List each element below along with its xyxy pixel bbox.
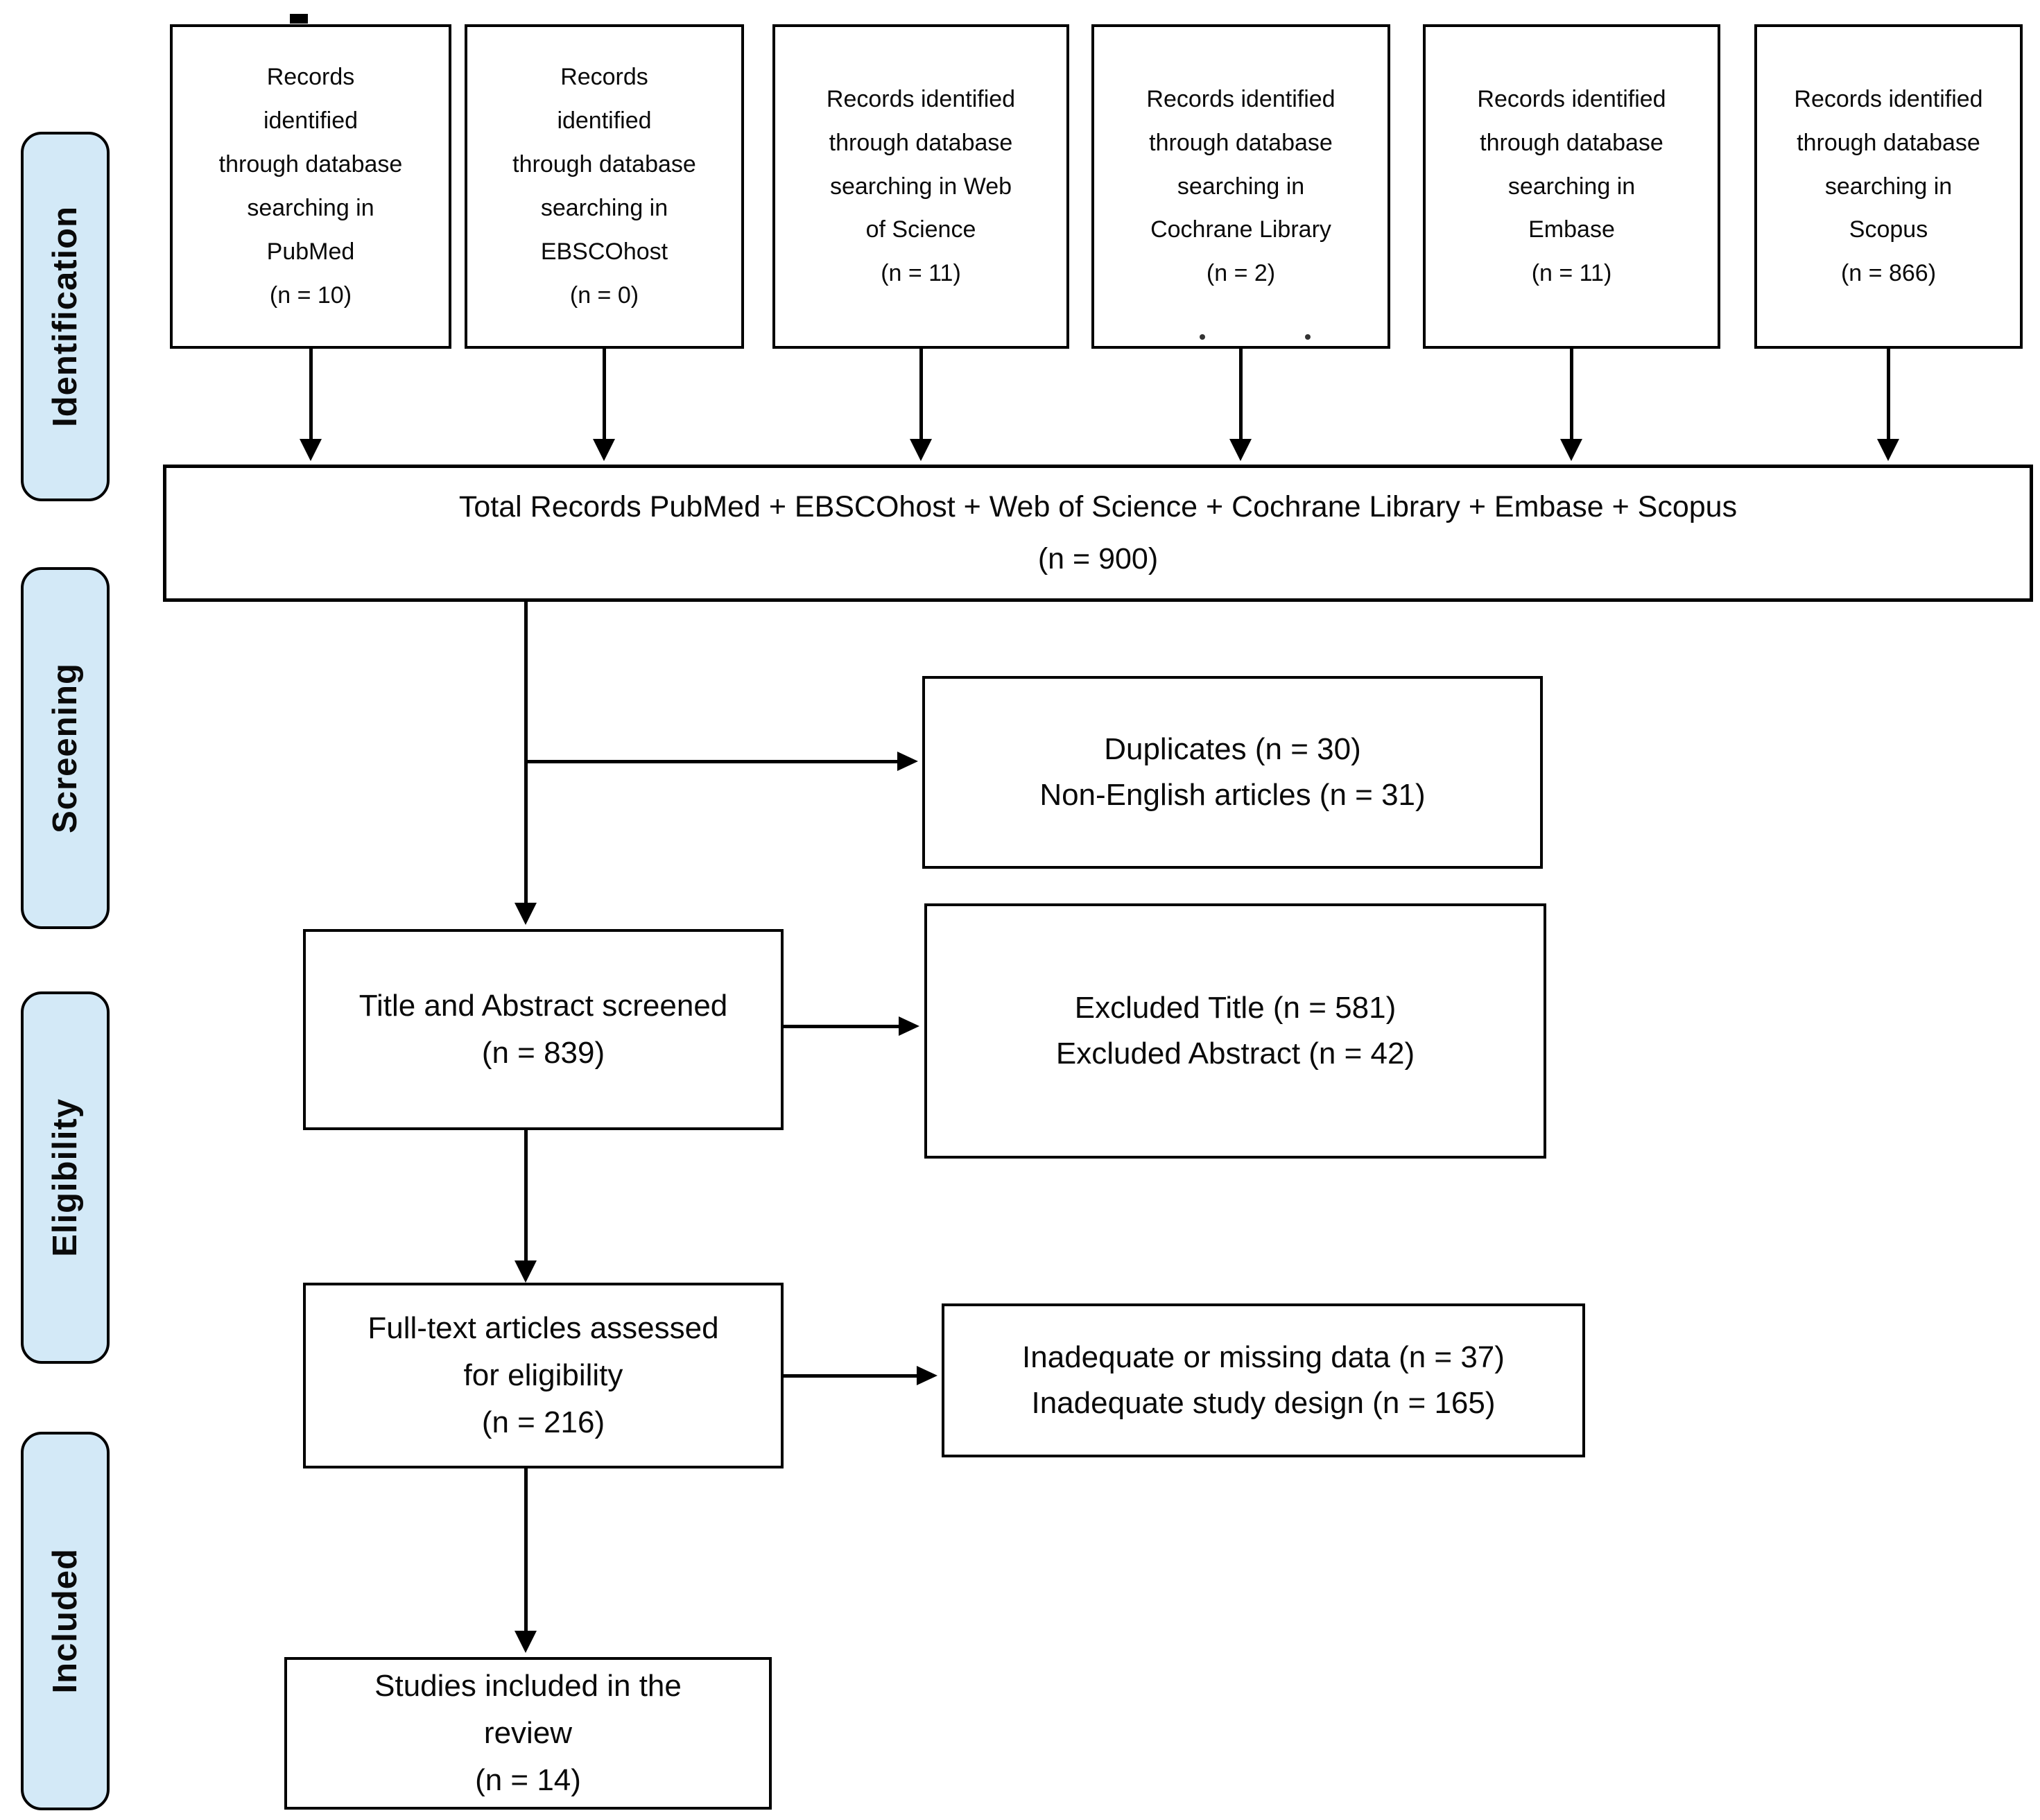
box-title-abstract-screened: Title and Abstract screened (n = 839) bbox=[303, 929, 784, 1130]
box-studies-included: Studies included in the review (n = 14) bbox=[284, 1657, 772, 1810]
arrow-cochrane-to-total-line bbox=[1239, 349, 1243, 440]
arrow-scopus-to-total-line bbox=[1887, 349, 1890, 440]
arrow-fulltext-to-inadequate-line bbox=[784, 1374, 917, 1378]
box-full-text-assessed: Full-text articles assessed for eligibil… bbox=[303, 1283, 784, 1468]
box-total-records: Total Records PubMed + EBSCOhost + Web o… bbox=[163, 465, 2033, 602]
stage-label-included: Included bbox=[21, 1432, 110, 1810]
scan-artifact-dot-right bbox=[1305, 334, 1311, 340]
arrow-pubmed-to-total-line bbox=[309, 349, 313, 440]
box-records-pubmed: Records identified through database sear… bbox=[170, 24, 451, 349]
arrow-fulltext-to-inadequate-head bbox=[917, 1366, 937, 1385]
stage-label-identification-text: Identification bbox=[46, 206, 84, 427]
arrow-fulltext-to-included-line bbox=[524, 1468, 528, 1632]
arrow-cochrane-to-total-head bbox=[1229, 439, 1252, 461]
stage-label-identification: Identification bbox=[21, 132, 110, 501]
stage-label-included-text: Included bbox=[46, 1548, 84, 1694]
scan-artifact-tick bbox=[290, 14, 308, 24]
box-records-web-of-science: Records identified through database sear… bbox=[772, 24, 1069, 349]
stage-label-screening-text: Screening bbox=[46, 663, 84, 833]
arrow-branch-to-duplicates-head bbox=[897, 752, 918, 771]
arrow-embase-to-total-line bbox=[1570, 349, 1573, 440]
arrow-scopus-to-total-head bbox=[1877, 439, 1899, 461]
arrow-screened-to-excluded-head bbox=[899, 1016, 919, 1036]
arrow-total-to-screened-head bbox=[515, 903, 537, 925]
arrow-screened-to-excluded-line bbox=[784, 1025, 899, 1028]
arrow-wos-to-total-line bbox=[919, 349, 923, 440]
arrow-total-to-screened-line bbox=[524, 602, 528, 904]
arrow-ebscohost-to-total-head bbox=[593, 439, 615, 461]
arrow-screened-to-fulltext-line bbox=[524, 1130, 528, 1262]
arrow-embase-to-total-head bbox=[1560, 439, 1582, 461]
stage-label-screening: Screening bbox=[21, 567, 110, 929]
arrow-pubmed-to-total-head bbox=[300, 439, 322, 461]
box-excluded-title-abstract: Excluded Title (n = 581) Excluded Abstra… bbox=[924, 903, 1546, 1159]
box-records-scopus: Records identified through database sear… bbox=[1754, 24, 2023, 349]
box-records-ebscohost: Records identified through database sear… bbox=[465, 24, 744, 349]
box-duplicates-nonenglish: Duplicates (n = 30) Non-English articles… bbox=[922, 676, 1543, 869]
box-inadequate-excluded: Inadequate or missing data (n = 37) Inad… bbox=[942, 1303, 1585, 1457]
box-records-embase: Records identified through database sear… bbox=[1423, 24, 1720, 349]
box-records-cochrane-library: Records identified through database sear… bbox=[1091, 24, 1390, 349]
arrow-branch-to-duplicates-line bbox=[526, 760, 897, 763]
arrow-wos-to-total-head bbox=[910, 439, 932, 461]
stage-label-eligibility-text: Eligibility bbox=[46, 1098, 84, 1257]
arrow-screened-to-fulltext-head bbox=[515, 1260, 537, 1283]
arrow-ebscohost-to-total-line bbox=[603, 349, 606, 440]
scan-artifact-dot-left bbox=[1200, 334, 1205, 340]
stage-label-eligibility: Eligibility bbox=[21, 991, 110, 1364]
arrow-fulltext-to-included-head bbox=[515, 1631, 537, 1653]
